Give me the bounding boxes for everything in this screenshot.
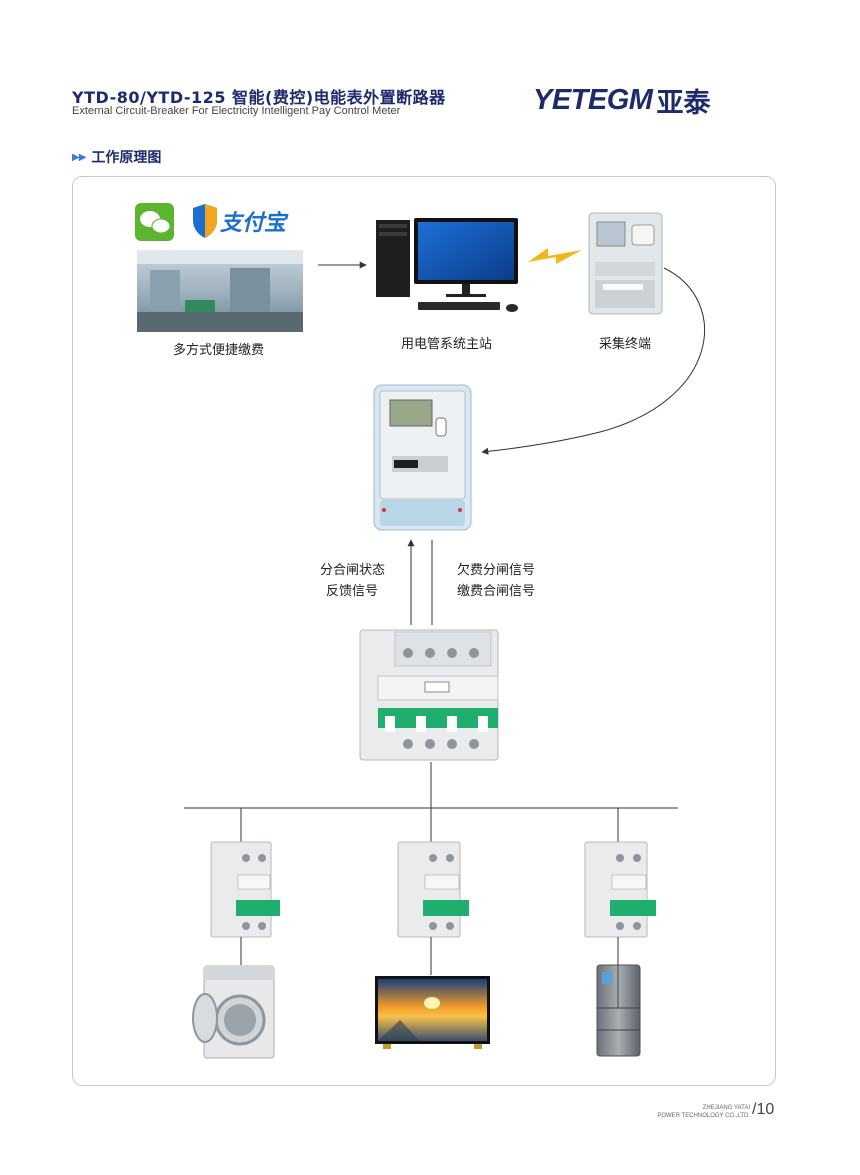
section-title: 工作原理图 <box>91 150 162 166</box>
payment-label: 多方式便捷缴费 <box>173 343 265 358</box>
page-number: /10 <box>752 1101 775 1118</box>
branch-breaker-right-image <box>584 841 656 938</box>
refrigerator-image <box>596 964 641 1057</box>
collector-terminal-image <box>588 212 663 315</box>
alipay-shield-icon <box>193 204 217 238</box>
wechat-icon <box>135 203 174 241</box>
footer-company-line1: ZHEJIANG YATAI <box>702 1105 750 1111</box>
television-image <box>375 976 490 1049</box>
section-heading: ▶▶ 工作原理图 <box>72 147 161 167</box>
document-subtitle: External Circuit-Breaker For Electricity… <box>72 105 401 117</box>
footer-company: ZHEJIANG YATAI POWER TECHNOLOGY CO.,LTD. <box>657 1104 750 1120</box>
wireless-signal-icon <box>528 248 582 264</box>
main-breaker-image <box>359 629 499 761</box>
pc-tower-image <box>376 220 410 297</box>
service-hall-image <box>137 250 303 332</box>
branch-breaker-center-image <box>397 841 469 938</box>
alipay-logo-text: 支付宝 <box>220 210 287 236</box>
smart-meter-image <box>373 384 472 531</box>
footer-company-line2: POWER TECHNOLOGY CO.,LTD. <box>657 1113 750 1119</box>
collector-terminal-label: 采集终端 <box>599 337 652 352</box>
double-arrow-icon: ▶▶ <box>72 151 86 163</box>
trip-signal-label-line1: 欠费分闸信号 <box>457 563 536 578</box>
master-station-label: 用电管系统主站 <box>401 337 493 352</box>
trip-signal-label-line2: 缴费合闸信号 <box>457 584 536 599</box>
feedback-label-line2: 反馈信号 <box>326 584 379 599</box>
document-title: YTD-80/YTD-125 智能(费控)电能表外置断路器 <box>72 88 446 107</box>
brand-logo-cn: 亚泰 <box>656 87 711 119</box>
feedback-label-line1: 分合闸状态 <box>320 563 386 578</box>
washing-machine-image <box>192 965 275 1059</box>
brand-logo-en: YETEGM <box>533 83 653 116</box>
branch-breaker-left-image <box>210 841 280 938</box>
monitor-image <box>414 218 518 312</box>
brand-logo: YETEGM 亚泰 <box>533 83 710 119</box>
